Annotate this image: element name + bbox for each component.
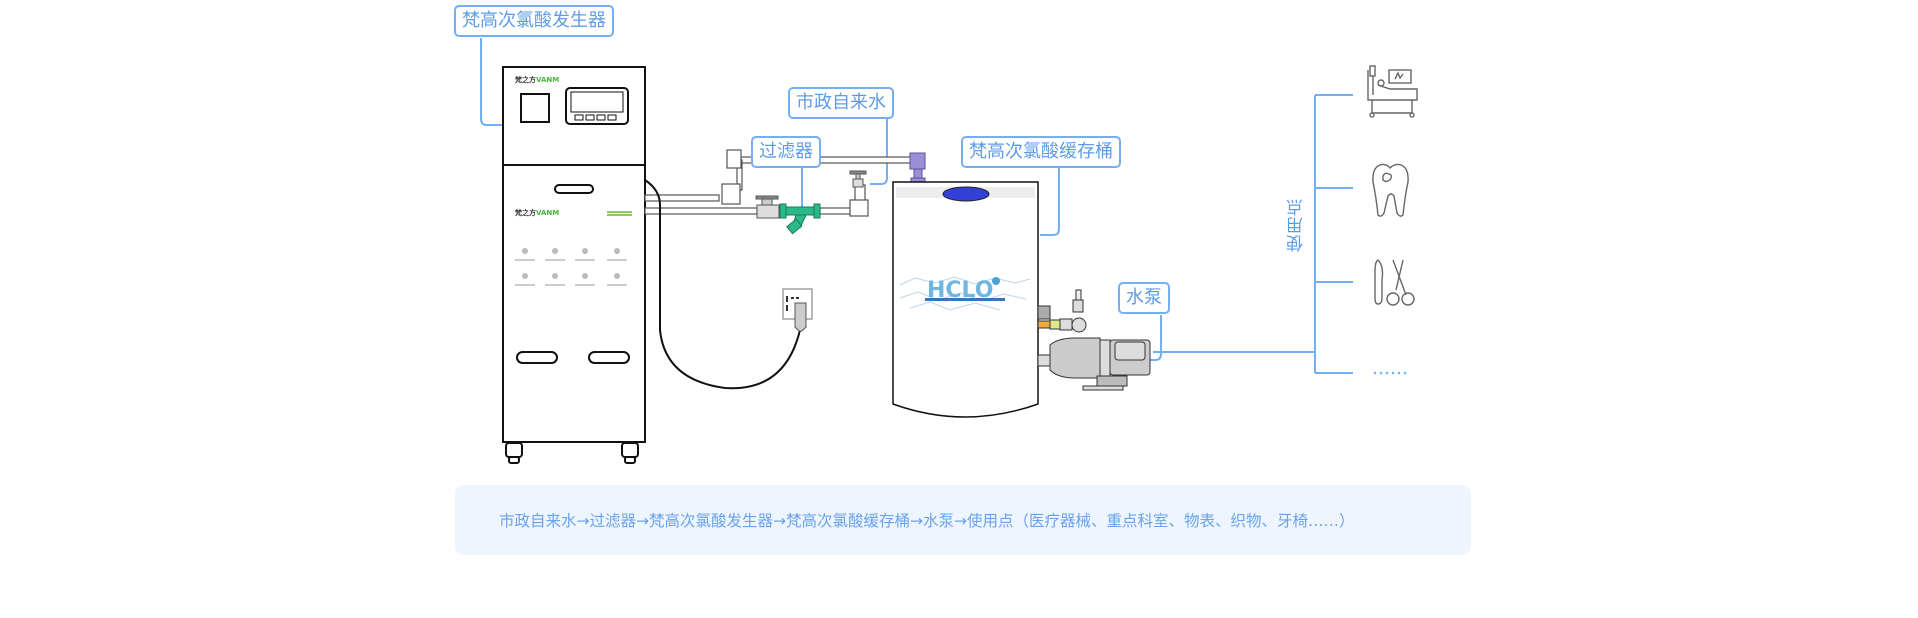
- pipes: [644, 149, 914, 217]
- callout-pump: 水泵: [1118, 282, 1170, 314]
- buffer-tank: HCLO: [892, 181, 1039, 418]
- hospital-bed-icon: [1367, 65, 1418, 118]
- callout-connectors: [480, 38, 1353, 374]
- generator-connector: [480, 38, 503, 126]
- tank-connector: [1040, 168, 1060, 236]
- water-pump: [1037, 289, 1151, 391]
- pump-connector: [1148, 315, 1162, 361]
- callout-buffer-tank: 梵高次氯酸缓存桶: [961, 136, 1121, 168]
- callout-generator: 梵高次氯酸发生器: [454, 5, 614, 37]
- generator-switch-panel: [520, 93, 550, 123]
- power-cable: [644, 179, 801, 390]
- feature-icons: [522, 248, 620, 279]
- tank-cap: [942, 186, 990, 202]
- caster-wheels: [505, 442, 639, 464]
- municipal-connector: [870, 117, 888, 185]
- y-filter: [779, 203, 821, 235]
- callout-filter: 过滤器: [751, 136, 821, 168]
- callout-municipal-water: 市政自来水: [788, 87, 894, 119]
- flow-description-box: 市政自来水→过滤器→梵高次氯酸发生器→梵高次氯酸缓存桶→水泵→使用点（医疗器械、…: [455, 485, 1471, 555]
- ball-valve: [755, 195, 780, 219]
- generator-logo-mid: 梵之方VANM: [515, 208, 559, 217]
- generator-cabinet: 梵之方VANM 梵之方VANM: [502, 66, 646, 464]
- ellipsis-icon: [1373, 371, 1407, 375]
- generator-handle: [554, 184, 594, 194]
- generator-logo-top: 梵之方VANM: [515, 75, 559, 84]
- use-points-label: 使用点: [1287, 198, 1307, 252]
- generator-slot-left: [516, 351, 558, 364]
- tank-logo-pattern: [899, 276, 1031, 311]
- municipal-faucet: [849, 170, 867, 188]
- power-socket: [782, 288, 813, 332]
- generator-slot-right: [588, 351, 630, 364]
- surgical-tools-icon: [1374, 259, 1415, 306]
- flow-description-text: 市政自来水→过滤器→梵高次氯酸发生器→梵高次氯酸缓存桶→水泵→使用点（医疗器械、…: [499, 512, 1355, 530]
- tooth-icon: [1372, 163, 1409, 217]
